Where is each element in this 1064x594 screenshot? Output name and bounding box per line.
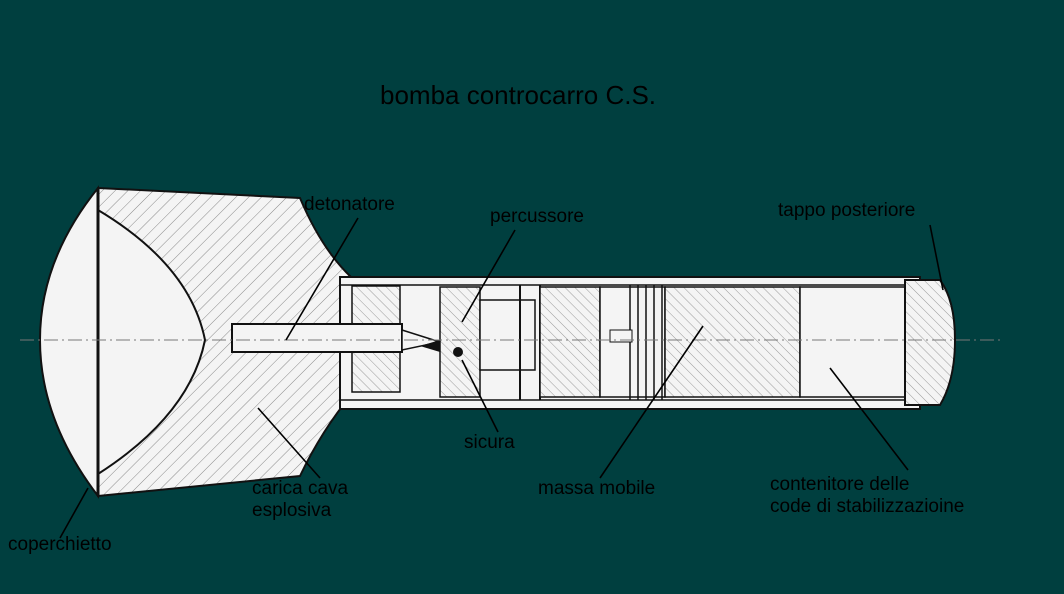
label-percussore: percussore xyxy=(490,206,584,227)
label-sicura: sicura xyxy=(464,432,515,453)
label-coperchietto: coperchietto xyxy=(8,534,112,555)
front-cap xyxy=(38,185,99,499)
detonator-rod xyxy=(231,323,403,353)
label-tappo-posteriore: tappo posteriore xyxy=(778,200,916,221)
label-contenitore-1: contenitore delle xyxy=(770,474,910,495)
rear-cap xyxy=(904,279,957,406)
label-carica-cava-1: carica cava xyxy=(252,478,349,499)
label-massa-mobile: massa mobile xyxy=(538,478,656,499)
label-contenitore-2: code di stabilizzazioine xyxy=(770,496,965,517)
label-detonatore: detonatore xyxy=(304,194,395,215)
leader-lines xyxy=(59,217,944,539)
hollow-charge-cone xyxy=(97,208,207,476)
label-carica-cava-2: esplosiva xyxy=(252,500,332,521)
diagram-title: bomba controcarro C.S. xyxy=(380,80,657,110)
